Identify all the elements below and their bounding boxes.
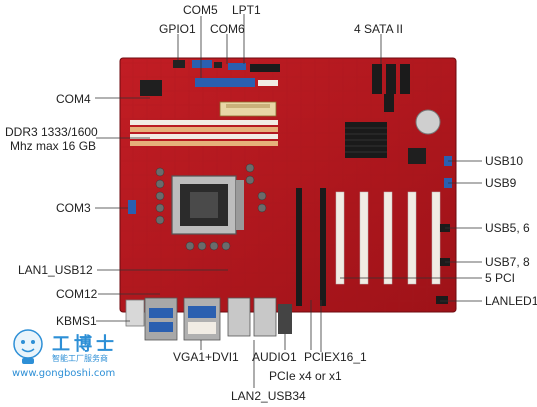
label-lanled1: LANLED1 (485, 294, 537, 308)
sata-ports (372, 64, 410, 112)
label-usb56: USB5, 6 (485, 221, 530, 235)
label-kbms1: KBMS1 (56, 314, 97, 328)
label-com3: COM3 (56, 201, 91, 215)
watermark-brand: 工博士 (52, 334, 118, 355)
pcb-board (119, 57, 457, 313)
label-sata: 4 SATA II (354, 22, 403, 36)
label-usb9: USB9 (485, 176, 517, 190)
label-audio1: AUDIO1 (252, 350, 297, 364)
io-chip (140, 80, 277, 117)
label-5pci: 5 PCI (485, 271, 516, 285)
label-usb10: USB10 (485, 154, 524, 168)
label-gpio1: GPIO1 (159, 22, 196, 36)
ddr3-slots (130, 120, 278, 146)
cpu-socket (171, 175, 244, 235)
capacitors (155, 163, 267, 251)
top-headers (173, 60, 280, 87)
label-lan1-usb12: LAN1_USB12 (18, 263, 93, 277)
label-ddr3-line2: Mhz max 16 GB (10, 139, 97, 153)
leader-lines (95, 14, 482, 388)
label-com4: COM4 (56, 92, 91, 106)
pcie-slots (296, 188, 326, 306)
label-usb78: USB7, 8 (485, 255, 530, 269)
label-com6: COM6 (210, 22, 245, 36)
label-pciex16: PCIEX16_1 (304, 350, 367, 364)
chipset-heatsink (345, 122, 387, 158)
pci-slots (335, 191, 441, 285)
label-ddr3: DDR3 1333/1600 Mhz max 16 GB (5, 125, 98, 153)
label-com5: COM5 (183, 3, 218, 17)
mascot-icon (13, 329, 43, 364)
label-lan2-usb34: LAN2_USB34 (231, 389, 306, 403)
rear-io (125, 297, 292, 341)
label-ddr3-line1: DDR3 1333/1600 (5, 125, 98, 139)
watermark: 工博士 智能工厂服务商 www.gongboshi.com (10, 326, 160, 386)
label-pcie-x4: PCIe x4 or x1 (269, 369, 342, 383)
label-com12: COM12 (56, 287, 98, 301)
watermark-sub: 智能工厂服务商 (52, 354, 108, 363)
label-vga-dvi: VGA1+DVI1 (173, 350, 239, 364)
label-lpt1: LPT1 (232, 3, 261, 17)
cmos-battery (415, 109, 441, 135)
watermark-url: www.gongboshi.com (12, 368, 116, 379)
